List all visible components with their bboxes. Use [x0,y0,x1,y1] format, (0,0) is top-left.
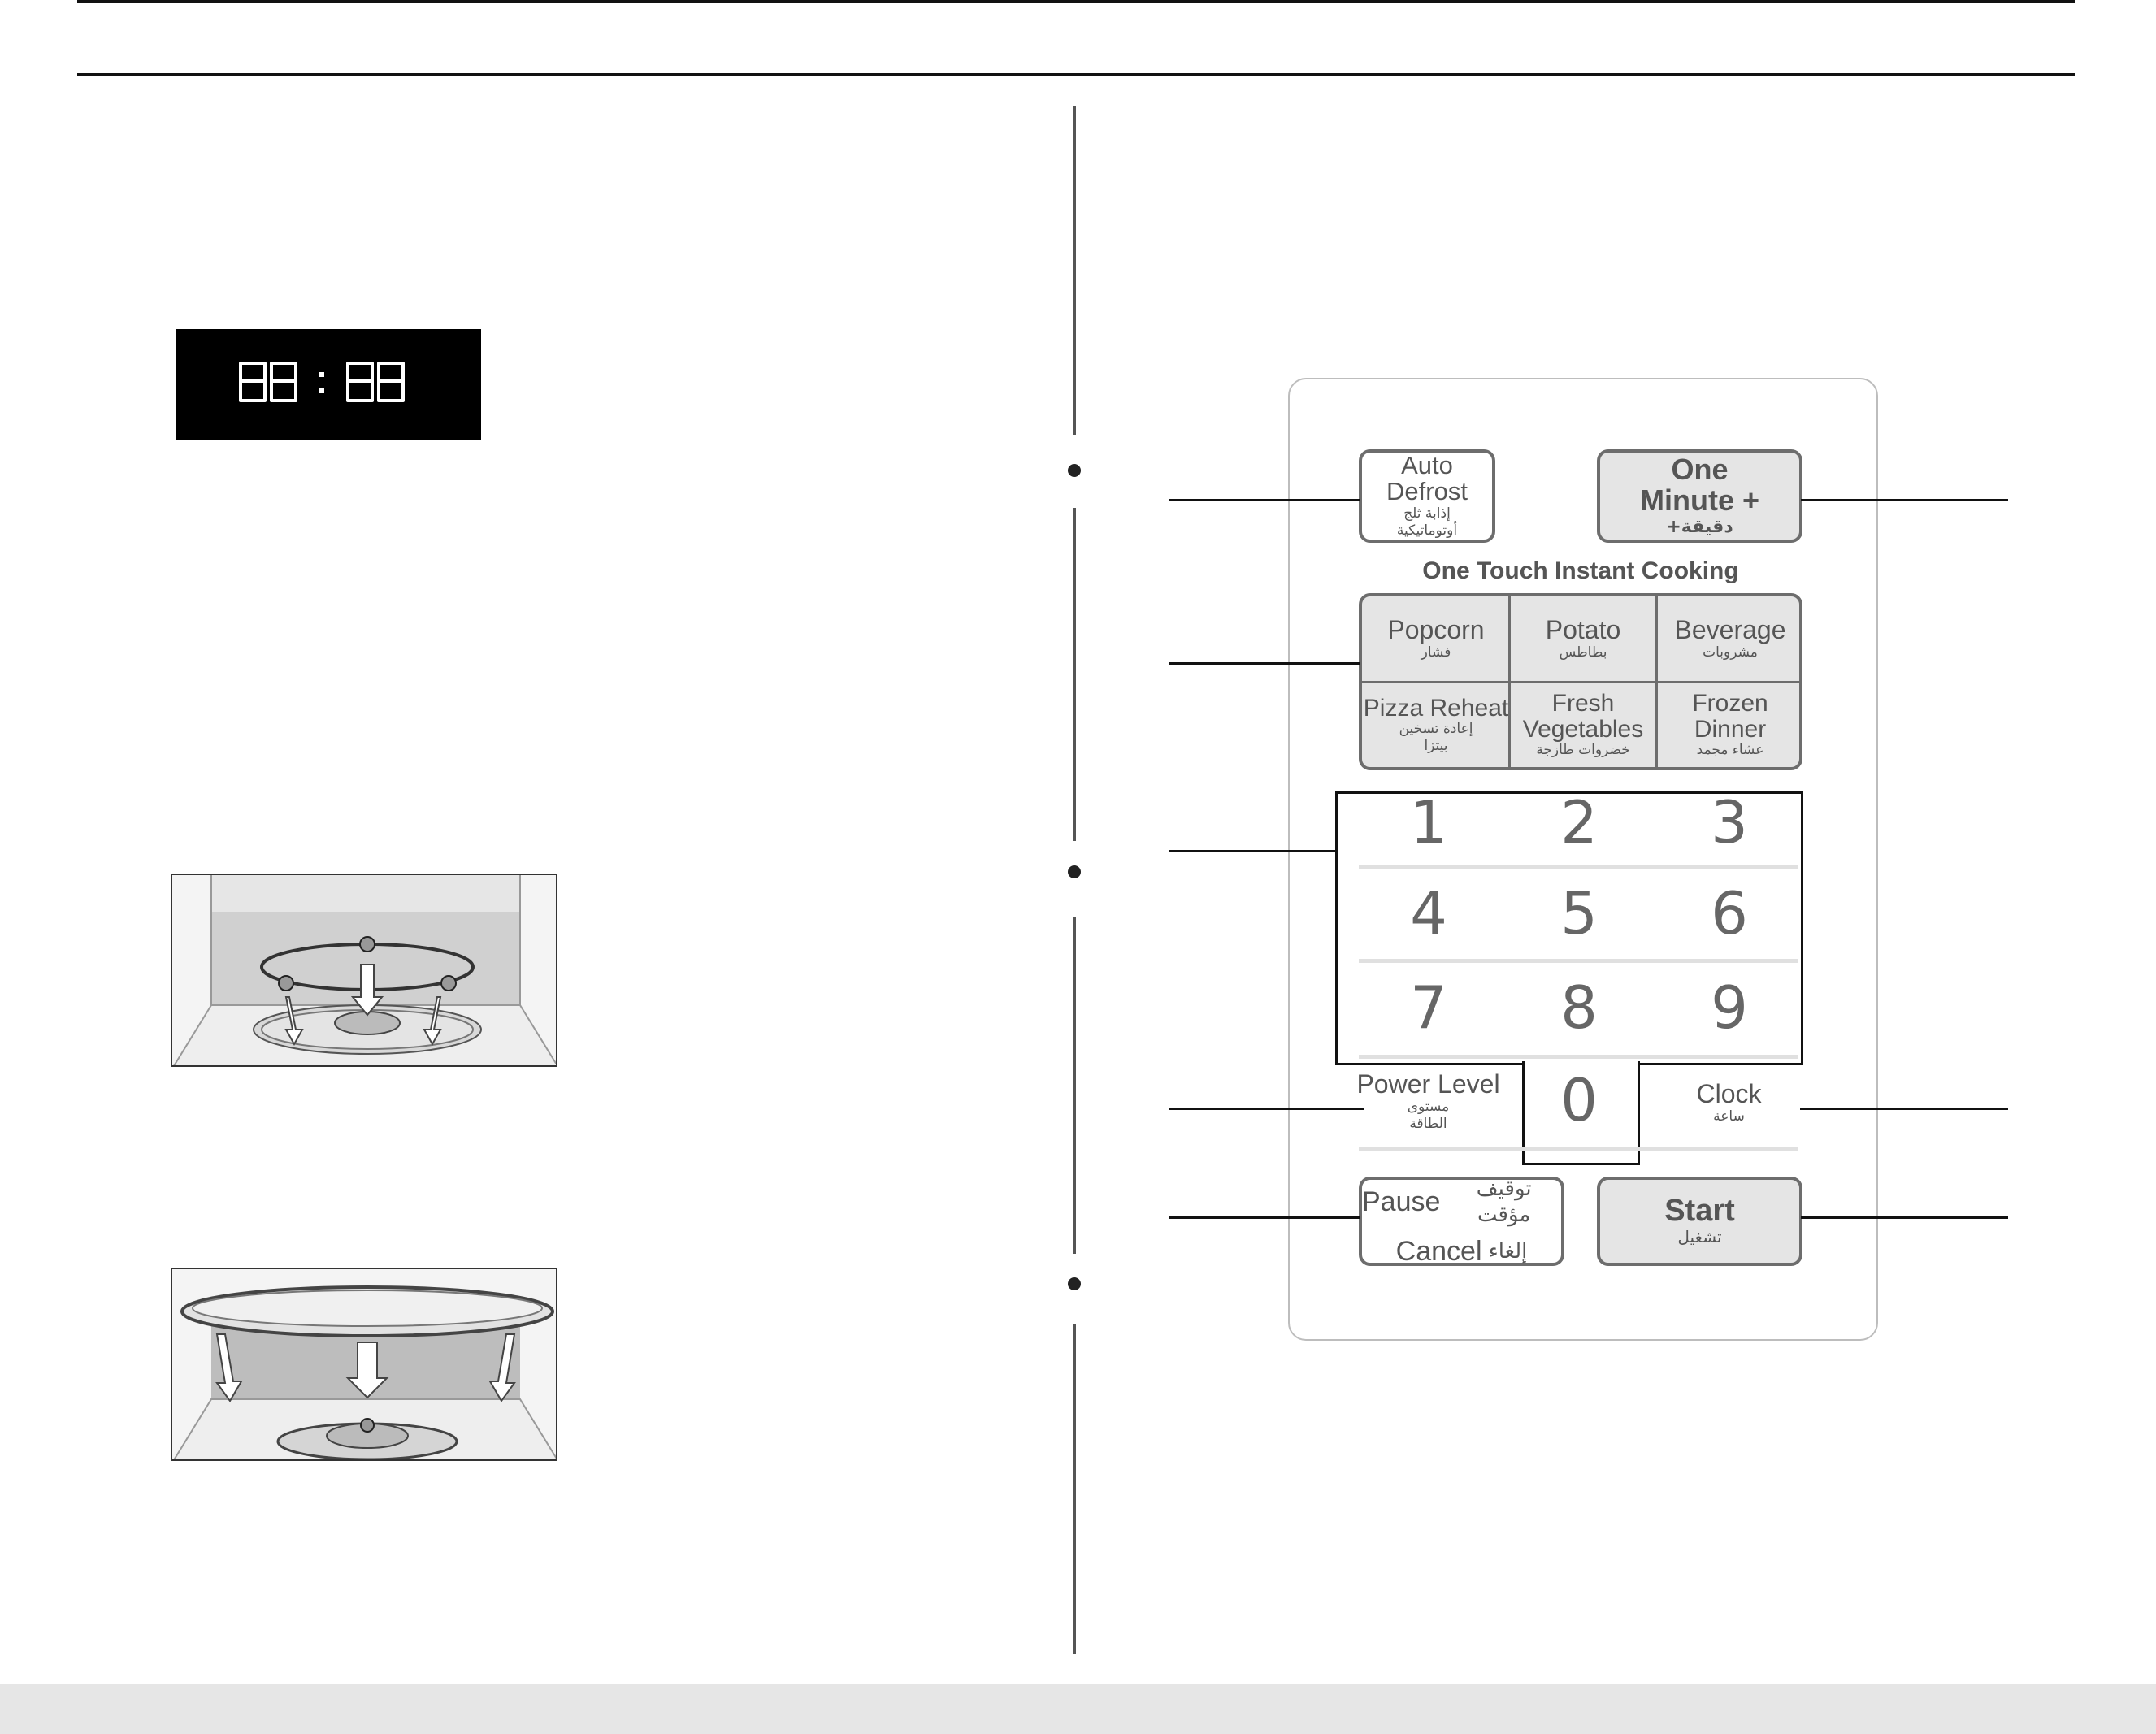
digit-8-button[interactable]: 8 [1560,973,1598,1042]
pizza-reheat-arabic: إعادة تسخين بيتزا [1399,721,1473,755]
glass-tray-illustration [171,1268,557,1461]
power-level-label: Power Level [1356,1069,1500,1099]
keypad-row-separator [1359,1055,1798,1059]
auto-defrost-arabic-line1: إذابة ثلج [1403,505,1451,522]
fresh-vegetables-label: Fresh Vegetables [1522,690,1644,743]
keypad-outline [1638,1063,1803,1065]
auto-defrost-label-line2: Defrost [1386,477,1468,506]
keypad-outline [1335,1063,1525,1065]
clock-label: Clock [1696,1079,1762,1108]
pause-cancel-button[interactable]: Pause توقيف مؤقت Cancel إلغاء [1359,1176,1564,1268]
digit-4-button[interactable]: 4 [1410,879,1447,947]
leader-line [1801,1216,2008,1219]
leader-line [1801,499,2008,501]
beverage-label: Beverage [1674,615,1786,645]
column-divider [1073,508,1076,841]
popcorn-button[interactable]: Popcorn فشار [1362,596,1510,682]
digit-5-button[interactable]: 5 [1560,879,1598,947]
fresh-vegetables-arabic: خضروات طازجة [1536,742,1630,759]
leader-line [1169,1108,1364,1110]
potato-arabic: بطاطس [1559,644,1607,661]
top-rule [77,0,2075,3]
frozen-dinner-arabic: عشاء مجمد [1696,742,1764,759]
footer-band [0,1684,2156,1734]
pause-arabic: توقيف مؤقت [1476,1176,1532,1228]
digit-2-button[interactable]: 2 [1560,788,1598,856]
popcorn-label: Popcorn [1387,615,1485,645]
digit-1-button[interactable]: 1 [1410,788,1447,856]
start-label: Start [1664,1193,1735,1228]
power-level-arabic-line2: الطاقة [1409,1115,1447,1132]
pizza-reheat-label: Pizza Reheat [1363,694,1509,722]
number-keypad [1335,791,1803,1065]
keypad-row-separator [1359,865,1798,869]
power-level-button[interactable]: Power Level مستوى الطاقة [1345,1069,1512,1133]
auto-defrost-arabic-line2: أوتوماتيكية [1396,522,1458,540]
cancel-label: Cancel [1395,1235,1482,1267]
cancel-row: Cancel إلغاء [1396,1236,1528,1268]
potato-button[interactable]: Potato بطاطس [1509,596,1657,682]
divider-dot [1068,1277,1081,1290]
leader-line [1169,499,1360,501]
start-button[interactable]: Start تشغيل [1597,1177,1802,1266]
one-minute-arabic: دقيقة+ [1666,516,1733,537]
turntable-ring-illustration [171,874,557,1067]
column-divider [1073,1324,1076,1654]
pause-row: Pause توقيف مؤقت [1362,1176,1561,1229]
potato-label: Potato [1545,615,1621,645]
clock-arabic: ساعة [1713,1108,1745,1125]
divider-dot [1068,464,1081,477]
leader-line [1169,850,1337,852]
pause-label: Pause [1362,1186,1441,1217]
clock-button[interactable]: Clock ساعة [1658,1079,1800,1125]
digit-3-button[interactable]: 3 [1711,788,1748,856]
column-divider [1073,917,1076,1254]
beverage-button[interactable]: Beverage مشروبات [1656,596,1799,682]
led-digits-graphic [239,362,405,402]
power-level-arabic-line1: مستوى [1407,1098,1450,1115]
fresh-vegetables-button[interactable]: Fresh Vegetables خضروات طازجة [1509,683,1657,767]
leader-line [1169,662,1360,665]
divider-dot [1068,865,1081,878]
pizza-reheat-button[interactable]: Pizza Reheat إعادة تسخين بيتزا [1362,683,1510,767]
frozen-dinner-button[interactable]: Frozen Dinner عشاء مجمد [1656,683,1799,767]
digit-9-button[interactable]: 9 [1711,973,1748,1042]
beverage-arabic: مشروبات [1703,644,1758,661]
auto-defrost-button[interactable]: Auto Defrost إذابة ثلج أوتوماتيكية [1359,449,1495,543]
leader-line [1169,1216,1360,1219]
led-display [176,329,481,440]
one-touch-grid: Popcorn فشار Potato بطاطس Beverage مشروب… [1359,593,1802,770]
auto-defrost-label-line1: Auto [1401,450,1453,479]
column-divider [1073,106,1076,435]
frozen-dinner-label: Frozen Dinner [1692,690,1768,743]
keypad-row-separator [1359,959,1798,963]
digit-6-button[interactable]: 6 [1711,879,1748,947]
popcorn-arabic: فشار [1421,644,1451,661]
digit-7-button[interactable]: 7 [1410,973,1447,1042]
leader-line [1800,1108,2008,1110]
one-minute-plus-button[interactable]: One Minute + دقيقة+ [1597,449,1802,543]
keypad-row-separator [1359,1147,1798,1151]
one-minute-label-line1: One [1671,452,1729,486]
one-minute-label-line2: Minute + [1639,483,1759,517]
cancel-arabic: إلغاء [1488,1238,1528,1264]
one-touch-title: One Touch Instant Cooking [1422,557,1739,584]
header-rule [77,73,2075,76]
start-arabic: تشغيل [1677,1227,1722,1247]
grid-divider [1362,681,1799,683]
digit-0-button[interactable]: 0 [1560,1066,1598,1134]
